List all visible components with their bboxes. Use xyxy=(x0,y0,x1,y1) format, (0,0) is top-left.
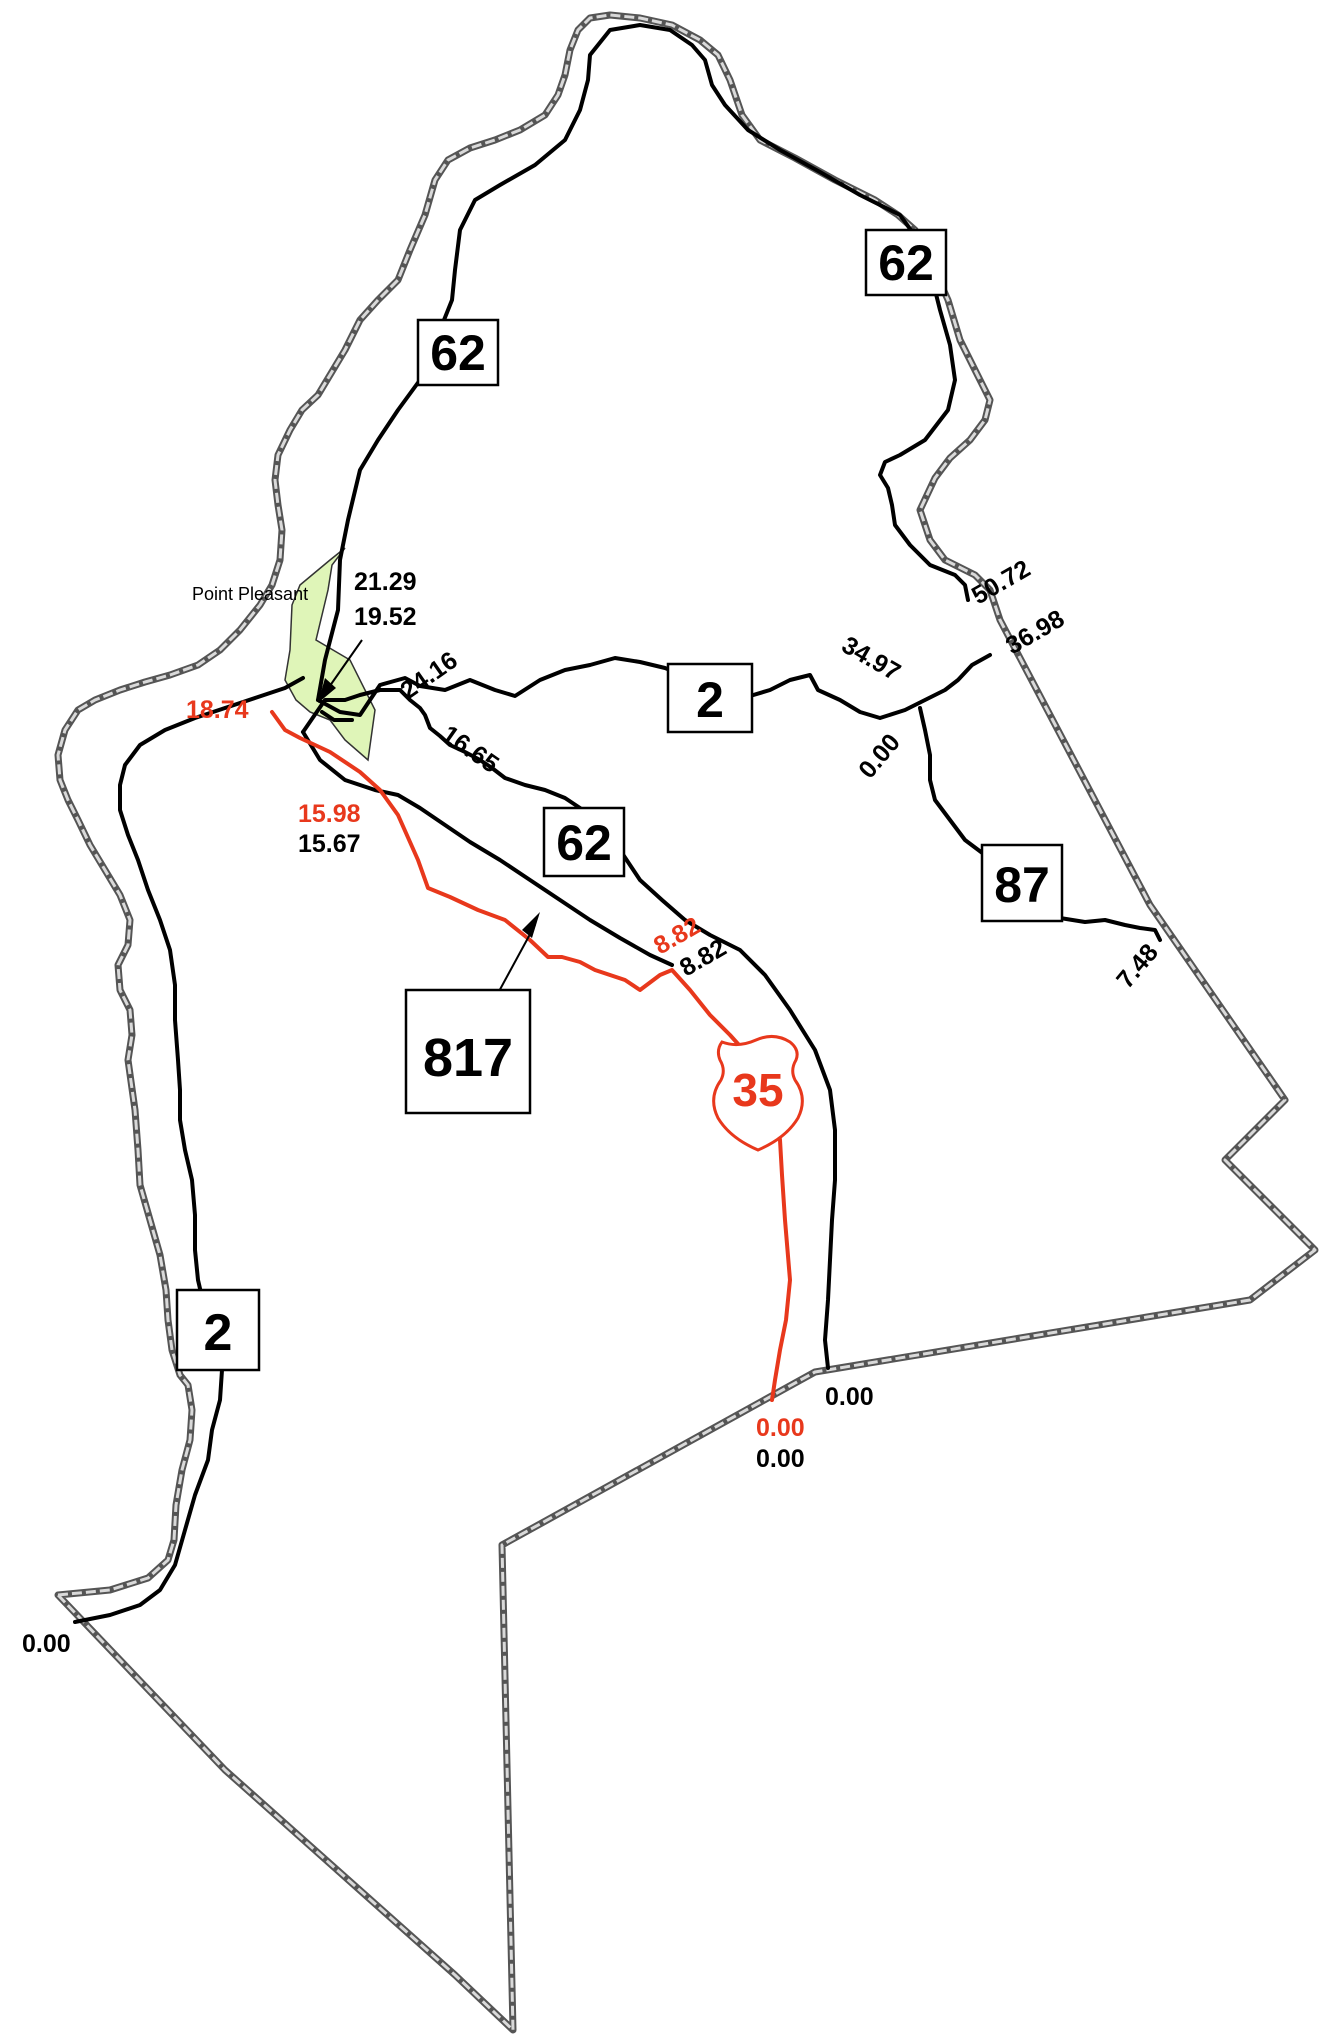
us-35-road xyxy=(270,710,792,1402)
milepost-0-00-route-2-south: 0.00 xyxy=(22,1630,71,1658)
route-shield-62-north-right: 62 xyxy=(864,228,948,297)
milepost-16-65: 16.65 xyxy=(437,720,504,779)
milepost-34-97: 34.97 xyxy=(837,631,905,687)
milepost-19-52: 19.52 xyxy=(354,603,417,631)
route-shield-2-central: 2 xyxy=(666,662,754,734)
svg-text:62: 62 xyxy=(878,235,934,291)
us-route-shield-35: 35 xyxy=(712,1035,804,1152)
route-62-south-road xyxy=(301,688,837,1370)
route-2-south-road xyxy=(73,676,305,1624)
milepost-50-72: 50.72 xyxy=(967,555,1035,611)
county-boundary xyxy=(54,11,1319,2034)
place-label-point-pleasant: Point Pleasant xyxy=(192,584,308,604)
svg-text:2: 2 xyxy=(696,672,724,728)
svg-text:35: 35 xyxy=(732,1064,783,1116)
milepost-15-98: 15.98 xyxy=(298,800,361,828)
milepost-24-16: 24.16 xyxy=(395,646,462,705)
milepost-7-48: 7.48 xyxy=(1111,939,1164,994)
route-62-north-road xyxy=(316,23,970,702)
route-shield-817: 817 xyxy=(404,988,532,1115)
route-shield-62-central: 62 xyxy=(542,806,626,878)
leader-817 xyxy=(496,912,540,996)
milepost-15-67: 15.67 xyxy=(298,830,361,858)
route-shield-62-north-left: 62 xyxy=(416,318,500,387)
milepost-0-00-route-62-south: 0.00 xyxy=(825,1383,874,1411)
milepost-21-29: 21.29 xyxy=(354,568,417,596)
svg-text:2: 2 xyxy=(204,1304,233,1362)
svg-text:62: 62 xyxy=(430,325,486,381)
route-shield-87: 87 xyxy=(980,843,1064,923)
milepost-0-00-us-35-black: 0.00 xyxy=(756,1445,805,1473)
route-62-lower-segment xyxy=(301,730,674,967)
milepost-36-98: 36.98 xyxy=(1001,605,1069,661)
route-shield-2-south: 2 xyxy=(175,1288,261,1372)
svg-text:62: 62 xyxy=(556,815,612,871)
svg-text:817: 817 xyxy=(423,1028,513,1088)
milepost-0-00-us-35-red: 0.00 xyxy=(756,1414,805,1442)
svg-text:87: 87 xyxy=(994,857,1050,913)
route-817-connector xyxy=(320,710,354,722)
leader-town xyxy=(318,639,363,703)
point-pleasant-town-area xyxy=(284,547,376,762)
milepost-18-74: 18.74 xyxy=(186,696,249,724)
milepost-0-00-route-87: 0.00 xyxy=(853,729,906,784)
